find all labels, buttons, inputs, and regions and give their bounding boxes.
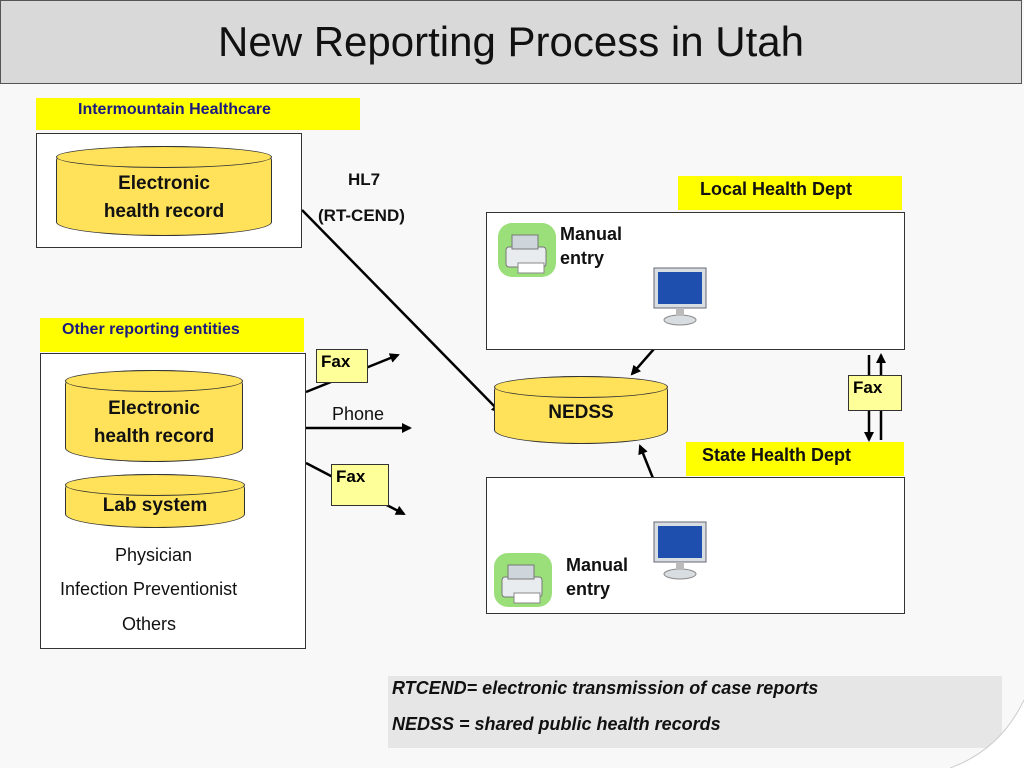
infection-preventionist-text: Infection Preventionist (60, 579, 238, 599)
fax-right-doc: Fax (848, 375, 902, 411)
local-fax-machine-icon (498, 223, 556, 277)
fax-bottom-doc: Fax (331, 464, 389, 506)
nedss-cylinder: NEDSS (494, 376, 668, 444)
page-curl-decoration (950, 700, 1024, 768)
fax-top-doc: Fax (316, 349, 368, 383)
other-entities-label: Other reporting entities (40, 318, 304, 352)
legend-box: RTCEND= electronic transmission of case … (388, 676, 1002, 748)
other-ehr-cylinder: Electronic health record (65, 370, 243, 462)
local-manual-entry-line1: Manual (560, 224, 623, 244)
page-title: New Reporting Process in Utah (218, 18, 804, 65)
ehr-line-1: Electronic (118, 173, 210, 194)
physician-text: Physician (115, 545, 193, 565)
hl7-label: HL7 (348, 170, 381, 189)
lab-system-label: Lab system (102, 495, 208, 516)
others-text: Others (122, 614, 177, 634)
legend-line-2: NEDSS = shared public health records (392, 714, 721, 734)
lab-system-cylinder: Lab system (65, 474, 245, 528)
local-health-label: Local Health Dept (678, 176, 902, 210)
hl7-arrow (301, 209, 502, 414)
rt-cend-label: (RT-CEND) (318, 206, 405, 225)
title-bar (0, 0, 1022, 84)
state-computer-monitor-icon (652, 520, 710, 580)
legend-line-1: RTCEND= electronic transmission of case … (392, 678, 819, 698)
phone-label: Phone (332, 404, 385, 424)
state-health-label: State Health Dept (686, 442, 904, 476)
ehr-line-2: health record (103, 201, 225, 222)
local-computer-monitor-icon (652, 266, 710, 326)
state-manual-entry-line2: entry (566, 579, 611, 599)
nedss-label: NEDSS (548, 402, 614, 423)
intermountain-label: Intermountain Healthcare (36, 98, 360, 130)
intermountain-ehr-cylinder: Electronic health record (56, 146, 272, 236)
other-ehr-line-2: health record (93, 426, 215, 447)
local-manual-entry-line2: entry (560, 248, 605, 268)
state-fax-machine-icon (494, 553, 552, 607)
other-ehr-line-1: Electronic (108, 398, 200, 419)
state-manual-entry-line1: Manual (566, 555, 629, 575)
